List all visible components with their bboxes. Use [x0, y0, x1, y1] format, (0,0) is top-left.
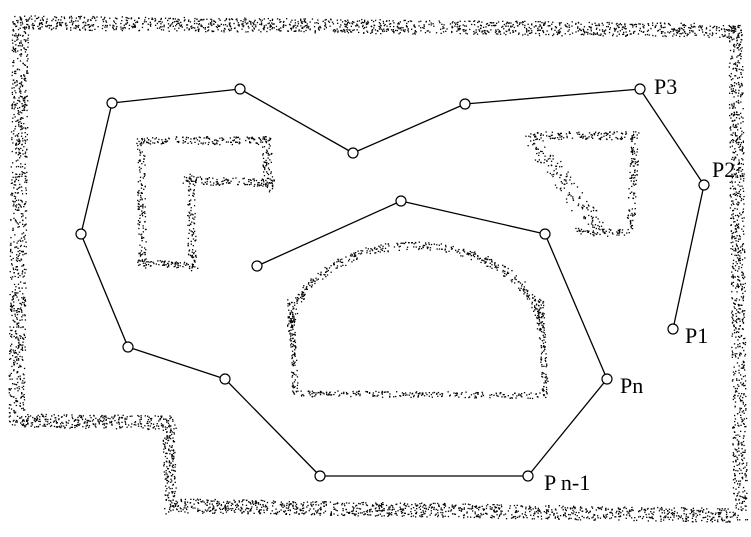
waypoint-marker — [522, 470, 534, 482]
path-segment — [80, 102, 113, 235]
path-segment — [256, 200, 402, 267]
label-p2: P2 — [712, 157, 735, 182]
waypoint-marker — [459, 98, 471, 110]
path-segment — [400, 200, 546, 235]
waypoint-marker — [667, 323, 679, 335]
path-segment — [464, 88, 641, 105]
label-pn: Pn — [620, 373, 643, 398]
path-segment — [111, 88, 241, 104]
path-segment — [239, 88, 354, 154]
label-p3: P3 — [654, 74, 677, 99]
label-p1: P1 — [685, 323, 708, 348]
waypoint-marker — [251, 260, 263, 272]
waypoint-marker — [698, 179, 710, 191]
waypoint-marker — [347, 147, 359, 159]
waypoint-marker — [395, 195, 407, 207]
path-segment — [127, 346, 226, 380]
waypoint-markers — [75, 83, 710, 482]
path-segment — [80, 233, 129, 348]
path-segment — [224, 378, 321, 477]
waypoint-labels: P1 P2 P3 Pn P n-1 — [544, 74, 735, 495]
waypoint-marker — [122, 341, 134, 353]
waypoint-marker — [634, 83, 646, 95]
label-pn-minus-1: P n-1 — [544, 470, 590, 495]
path-segment — [639, 88, 705, 186]
path-segment — [544, 233, 608, 380]
waypoint-marker — [75, 228, 87, 240]
waypoint-marker — [601, 373, 613, 385]
lidar-scan-points — [8, 15, 749, 523]
waypoint-marker — [234, 83, 246, 95]
robot-path — [80, 88, 705, 477]
waypoint-marker — [314, 470, 326, 482]
waypoint-marker — [219, 373, 231, 385]
path-segment — [352, 103, 466, 154]
waypoint-marker — [539, 228, 551, 240]
waypoint-marker — [106, 97, 118, 109]
path-segment — [672, 184, 705, 330]
path-segment — [527, 378, 608, 477]
